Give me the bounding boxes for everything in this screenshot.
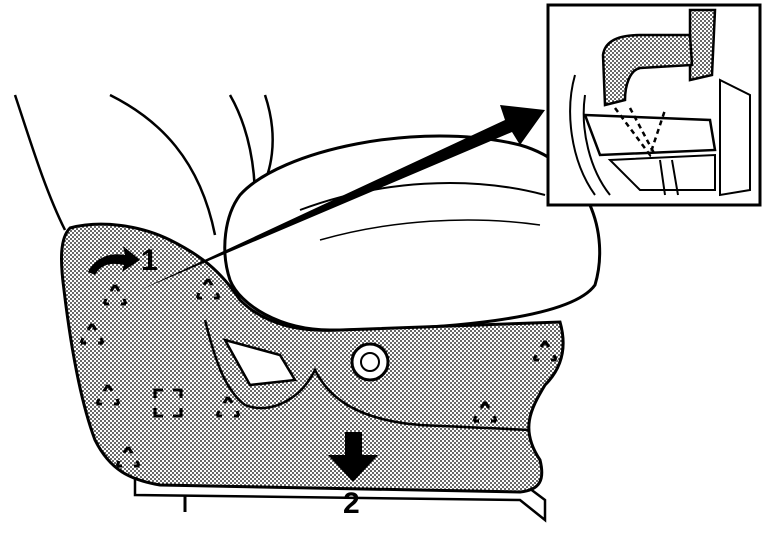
square-clip-marker	[153, 388, 183, 418]
pull-down-arrow-icon	[328, 432, 378, 482]
callout-2: 2	[343, 487, 360, 520]
recline-lever	[222, 338, 298, 387]
detail-arrow	[140, 105, 545, 290]
seat-rail	[133, 478, 547, 523]
callout-1: 1	[141, 244, 158, 277]
seat-cushion	[223, 134, 602, 332]
rotate-arrow-icon	[88, 246, 140, 275]
lever-recess	[203, 319, 531, 432]
detail-inset	[546, 3, 762, 207]
